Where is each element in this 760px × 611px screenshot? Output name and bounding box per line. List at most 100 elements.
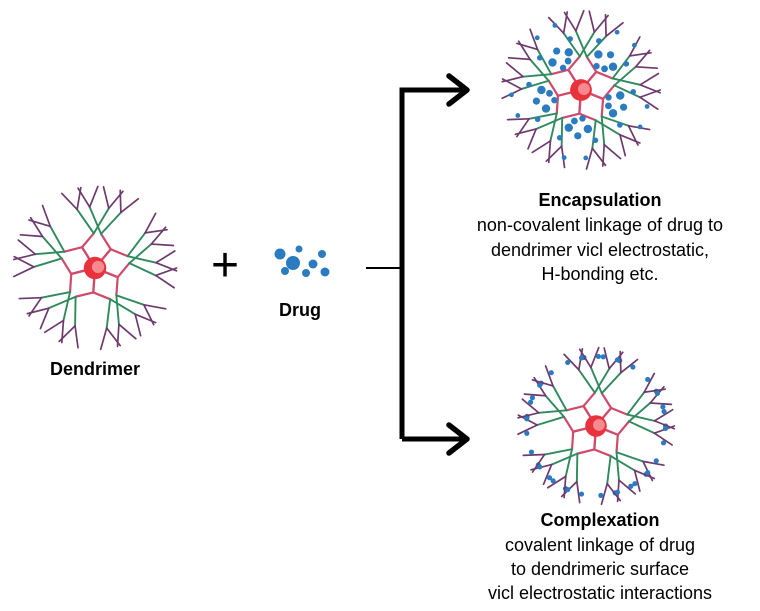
core-branch	[593, 435, 597, 451]
core-branch	[80, 246, 91, 260]
dendrimer-branch	[43, 319, 65, 334]
dendrimer-branch	[501, 75, 524, 83]
dendrimer-branch	[634, 65, 658, 70]
dendrimer-branch	[88, 185, 99, 208]
dendrimer-branch	[604, 13, 607, 38]
core-branch	[567, 68, 577, 82]
dendrimer-branch	[531, 453, 546, 473]
drug-dot	[302, 269, 310, 277]
dendrimer-branch	[60, 319, 65, 344]
surface-drug-dot	[528, 399, 534, 405]
encapsulated-drug-dot	[619, 103, 628, 111]
dendrimer-branch	[563, 475, 567, 499]
dendrimer-branch	[600, 115, 630, 127]
dendrimer-branch	[109, 298, 137, 316]
dendrimer-branch	[92, 291, 112, 301]
dendrimer-branch	[128, 262, 157, 277]
dendrimer-branch	[578, 31, 596, 58]
dendrimer-branch	[143, 303, 167, 310]
encapsulated-drug-dot	[564, 123, 573, 132]
dendrimer-branch	[610, 406, 629, 416]
dendrimer-branch	[594, 119, 621, 136]
dendrimer-branch	[550, 452, 579, 466]
dendrimer-branch	[613, 65, 637, 87]
encapsulated-drug-dot	[614, 29, 620, 35]
dendrimer-branch	[628, 51, 652, 57]
dendrimer-branch	[550, 68, 570, 76]
dendrimer-branch	[517, 411, 540, 419]
surface-drug-dot	[645, 376, 651, 383]
dendrimer-branch	[642, 460, 665, 467]
core-branch	[578, 99, 582, 115]
dendrimer-branch	[544, 365, 554, 387]
encapsulated-drug-dot	[551, 97, 558, 104]
dendrimer-branch	[516, 117, 530, 138]
dendrimer-branch	[535, 116, 564, 130]
surface-drug-dot	[598, 492, 604, 499]
encapsulated-drug-dot	[579, 115, 586, 122]
dendrimer-branch	[77, 187, 91, 208]
dendrimer-branch	[567, 55, 581, 71]
dendrimer-branch	[536, 415, 565, 426]
drug-dot	[320, 267, 330, 277]
encapsulated-drug-dot	[608, 109, 618, 118]
encapsulated-drug-dot	[592, 137, 599, 144]
encapsulated-drug-dot	[630, 89, 637, 95]
dendrimer-branch	[628, 420, 656, 435]
complexation-desc-line-3: vicl electrostatic interactions	[487, 583, 713, 603]
dendrimer-branch	[19, 233, 44, 238]
dendrimer-branch	[99, 232, 112, 251]
dendrimer-branch	[63, 246, 84, 253]
dendrimer-branch	[649, 402, 673, 406]
surface-drug-dot	[600, 354, 606, 360]
encapsulated-drug-dot	[541, 104, 551, 113]
dendrimer-branch	[47, 295, 77, 310]
dendrimer-branch	[603, 143, 622, 160]
surface-drug-dot	[660, 440, 667, 446]
encapsulated-drug-dot	[548, 58, 557, 67]
surface-drug-dot	[546, 475, 553, 481]
dendrimer-branch	[116, 262, 131, 279]
dendrimer-branch	[120, 197, 140, 214]
encapsulation-desc-line-3: H-bonding etc.	[541, 264, 659, 284]
dendrimer-branch	[543, 448, 573, 456]
dendrimer-branch	[523, 393, 547, 397]
surface-drug-dot	[548, 370, 554, 376]
core-branch	[101, 248, 112, 261]
surface-drug-dot	[632, 481, 638, 487]
dendrimer-branch	[588, 10, 596, 33]
dendrimer-branch	[615, 451, 620, 482]
core-branch	[571, 427, 587, 433]
dendrimer-branch	[76, 208, 95, 235]
dendrimer-branch	[582, 391, 596, 408]
encapsulated-drug-dot	[534, 35, 540, 41]
encapsulated-drug-dot	[526, 81, 532, 88]
dendrimer-branch	[521, 398, 540, 414]
dendrimer-branch	[589, 366, 603, 395]
dendrimer-branch	[585, 35, 608, 58]
dendrimer-branch	[32, 257, 63, 268]
dendrimer-branch	[562, 32, 581, 58]
encapsulation-arrow-shaft	[399, 87, 468, 439]
surface-drug-dot	[578, 491, 585, 497]
dendrimer-branch	[613, 84, 641, 99]
surface-drug-dot	[578, 355, 585, 361]
dendrimer-branch	[531, 379, 554, 387]
dendrimer-branch	[639, 72, 660, 86]
surface-drug-dot	[595, 353, 602, 360]
core-branch	[70, 269, 86, 276]
encapsulated-drug-dot	[606, 51, 615, 59]
surface-drug-dot	[537, 464, 543, 470]
dendrimer-branch	[28, 219, 52, 228]
dendrimer-branch	[60, 192, 78, 211]
dendrimer-branch	[600, 97, 605, 118]
encapsulated-drug-dot	[583, 155, 589, 161]
dendrimer-branch	[150, 243, 175, 247]
encapsulated-drug-dot	[605, 94, 612, 101]
dendrimer-branch	[99, 327, 108, 351]
core-branch	[586, 70, 598, 83]
surface-drug-dot	[524, 416, 530, 422]
surface-drug-dot	[628, 483, 634, 489]
surface-drug-dot	[614, 357, 621, 363]
complexation-desc-line-1: covalent linkage of drug	[504, 535, 696, 555]
